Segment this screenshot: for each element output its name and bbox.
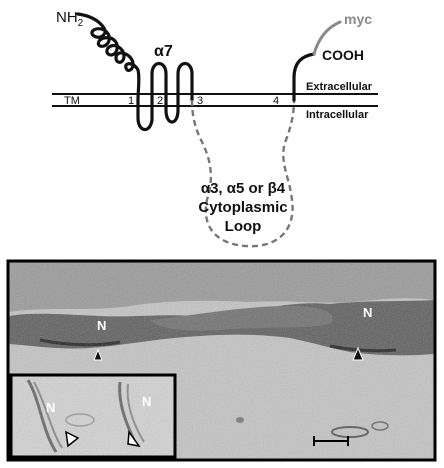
scale-bar-icon	[313, 436, 349, 446]
inset-frame	[9, 373, 177, 459]
extracellular-label: Extracellular	[306, 81, 373, 93]
tm4-c-terminus	[292, 52, 316, 102]
inset-grain	[11, 375, 175, 457]
nucleus-label-left: N	[97, 318, 106, 333]
inset-nucleus-label-left: N	[46, 400, 55, 415]
tm-segment-4: 4	[273, 95, 279, 107]
tm-label: TM	[64, 95, 80, 107]
arrowhead-icon	[352, 346, 364, 361]
loop-label-line2: Cytoplasmic	[198, 199, 287, 216]
tm-segment-1: 1	[128, 95, 134, 107]
myc-tag-line	[312, 20, 342, 56]
n-terminal-helix	[76, 12, 194, 132]
loop-label-line3: Loop	[225, 218, 262, 235]
c-terminus-label: COOH	[322, 47, 364, 63]
arrowhead-icon	[127, 429, 141, 448]
tm-segment-3: 3	[197, 95, 203, 107]
inset-nucleus-label-right: N	[142, 394, 151, 409]
electron-micrograph: N N N N	[6, 259, 437, 462]
n-terminus-label: NH2	[56, 9, 84, 29]
loop-label-line1: α3, α5 or β4	[201, 180, 286, 197]
myc-tag-label: myc	[344, 11, 372, 27]
arrowhead-icon	[65, 430, 80, 448]
nucleus-label-right: N	[363, 305, 372, 320]
receptor-schematic: NH2 α7 myc COOH TM 1 2 3 4 Extracellular…	[52, 9, 378, 248]
subunit-label: α7	[154, 43, 173, 60]
tm-segment-2: 2	[157, 95, 163, 107]
micrograph-inset: N N	[9, 373, 177, 459]
micrograph-frame	[6, 259, 437, 462]
arrowhead-icon	[93, 348, 103, 361]
cytoplasmic-loop	[190, 99, 296, 248]
intracellular-label: Intracellular	[306, 109, 369, 121]
